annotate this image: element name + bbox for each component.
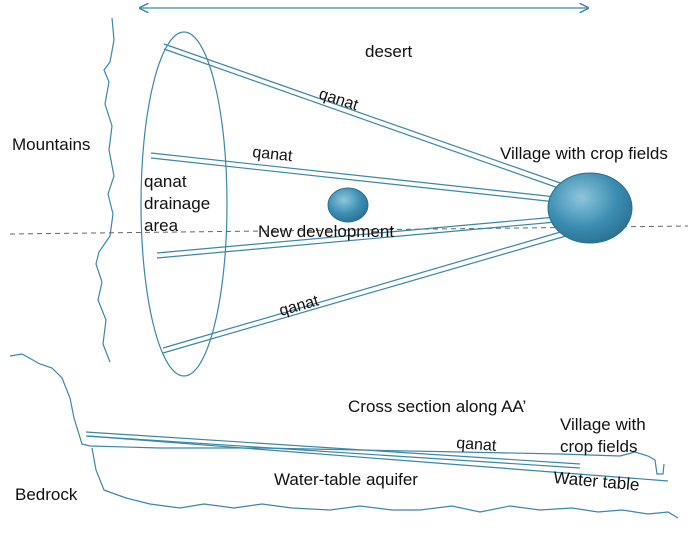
aquifer-bottom (91, 447, 679, 519)
qanat-channel-4 (162, 230, 567, 354)
label-desert: desert (365, 42, 413, 61)
water-table-line (87, 435, 669, 482)
label-drainage-line3: area (144, 216, 179, 235)
bedrock-surface (9, 353, 665, 475)
village-blob (547, 172, 633, 244)
label-cross-section-title: Cross section along AA’ (348, 397, 526, 416)
label-drainage-line2: drainage (144, 194, 210, 213)
drainage-area-ellipse (140, 31, 228, 377)
label-village-cs-1: Village with (560, 415, 646, 434)
qanat-channel-1 (163, 43, 567, 191)
label-water-table: Water table (553, 468, 641, 494)
mountain-profile (95, 17, 115, 363)
label-qanat-mid: qanat (252, 144, 294, 165)
label-drainage-line1: qanat (144, 172, 187, 191)
label-new-development: New development (258, 222, 394, 241)
label-bedrock: Bedrock (15, 485, 78, 504)
label-village-top: Village with crop fields (500, 144, 668, 163)
qanat-channel-3 (156, 216, 557, 259)
label-mountains: Mountains (12, 135, 90, 154)
label-qanat-bottom: qanat (277, 292, 321, 320)
qanat-channel-2 (150, 152, 557, 203)
qanat-cross-section (85, 431, 581, 469)
new-development-blob (327, 187, 369, 223)
label-village-cs-2: crop fields (560, 437, 637, 456)
label-aquifer: Water-table aquifer (274, 470, 418, 489)
label-qanat-cs: qanat (456, 435, 498, 455)
